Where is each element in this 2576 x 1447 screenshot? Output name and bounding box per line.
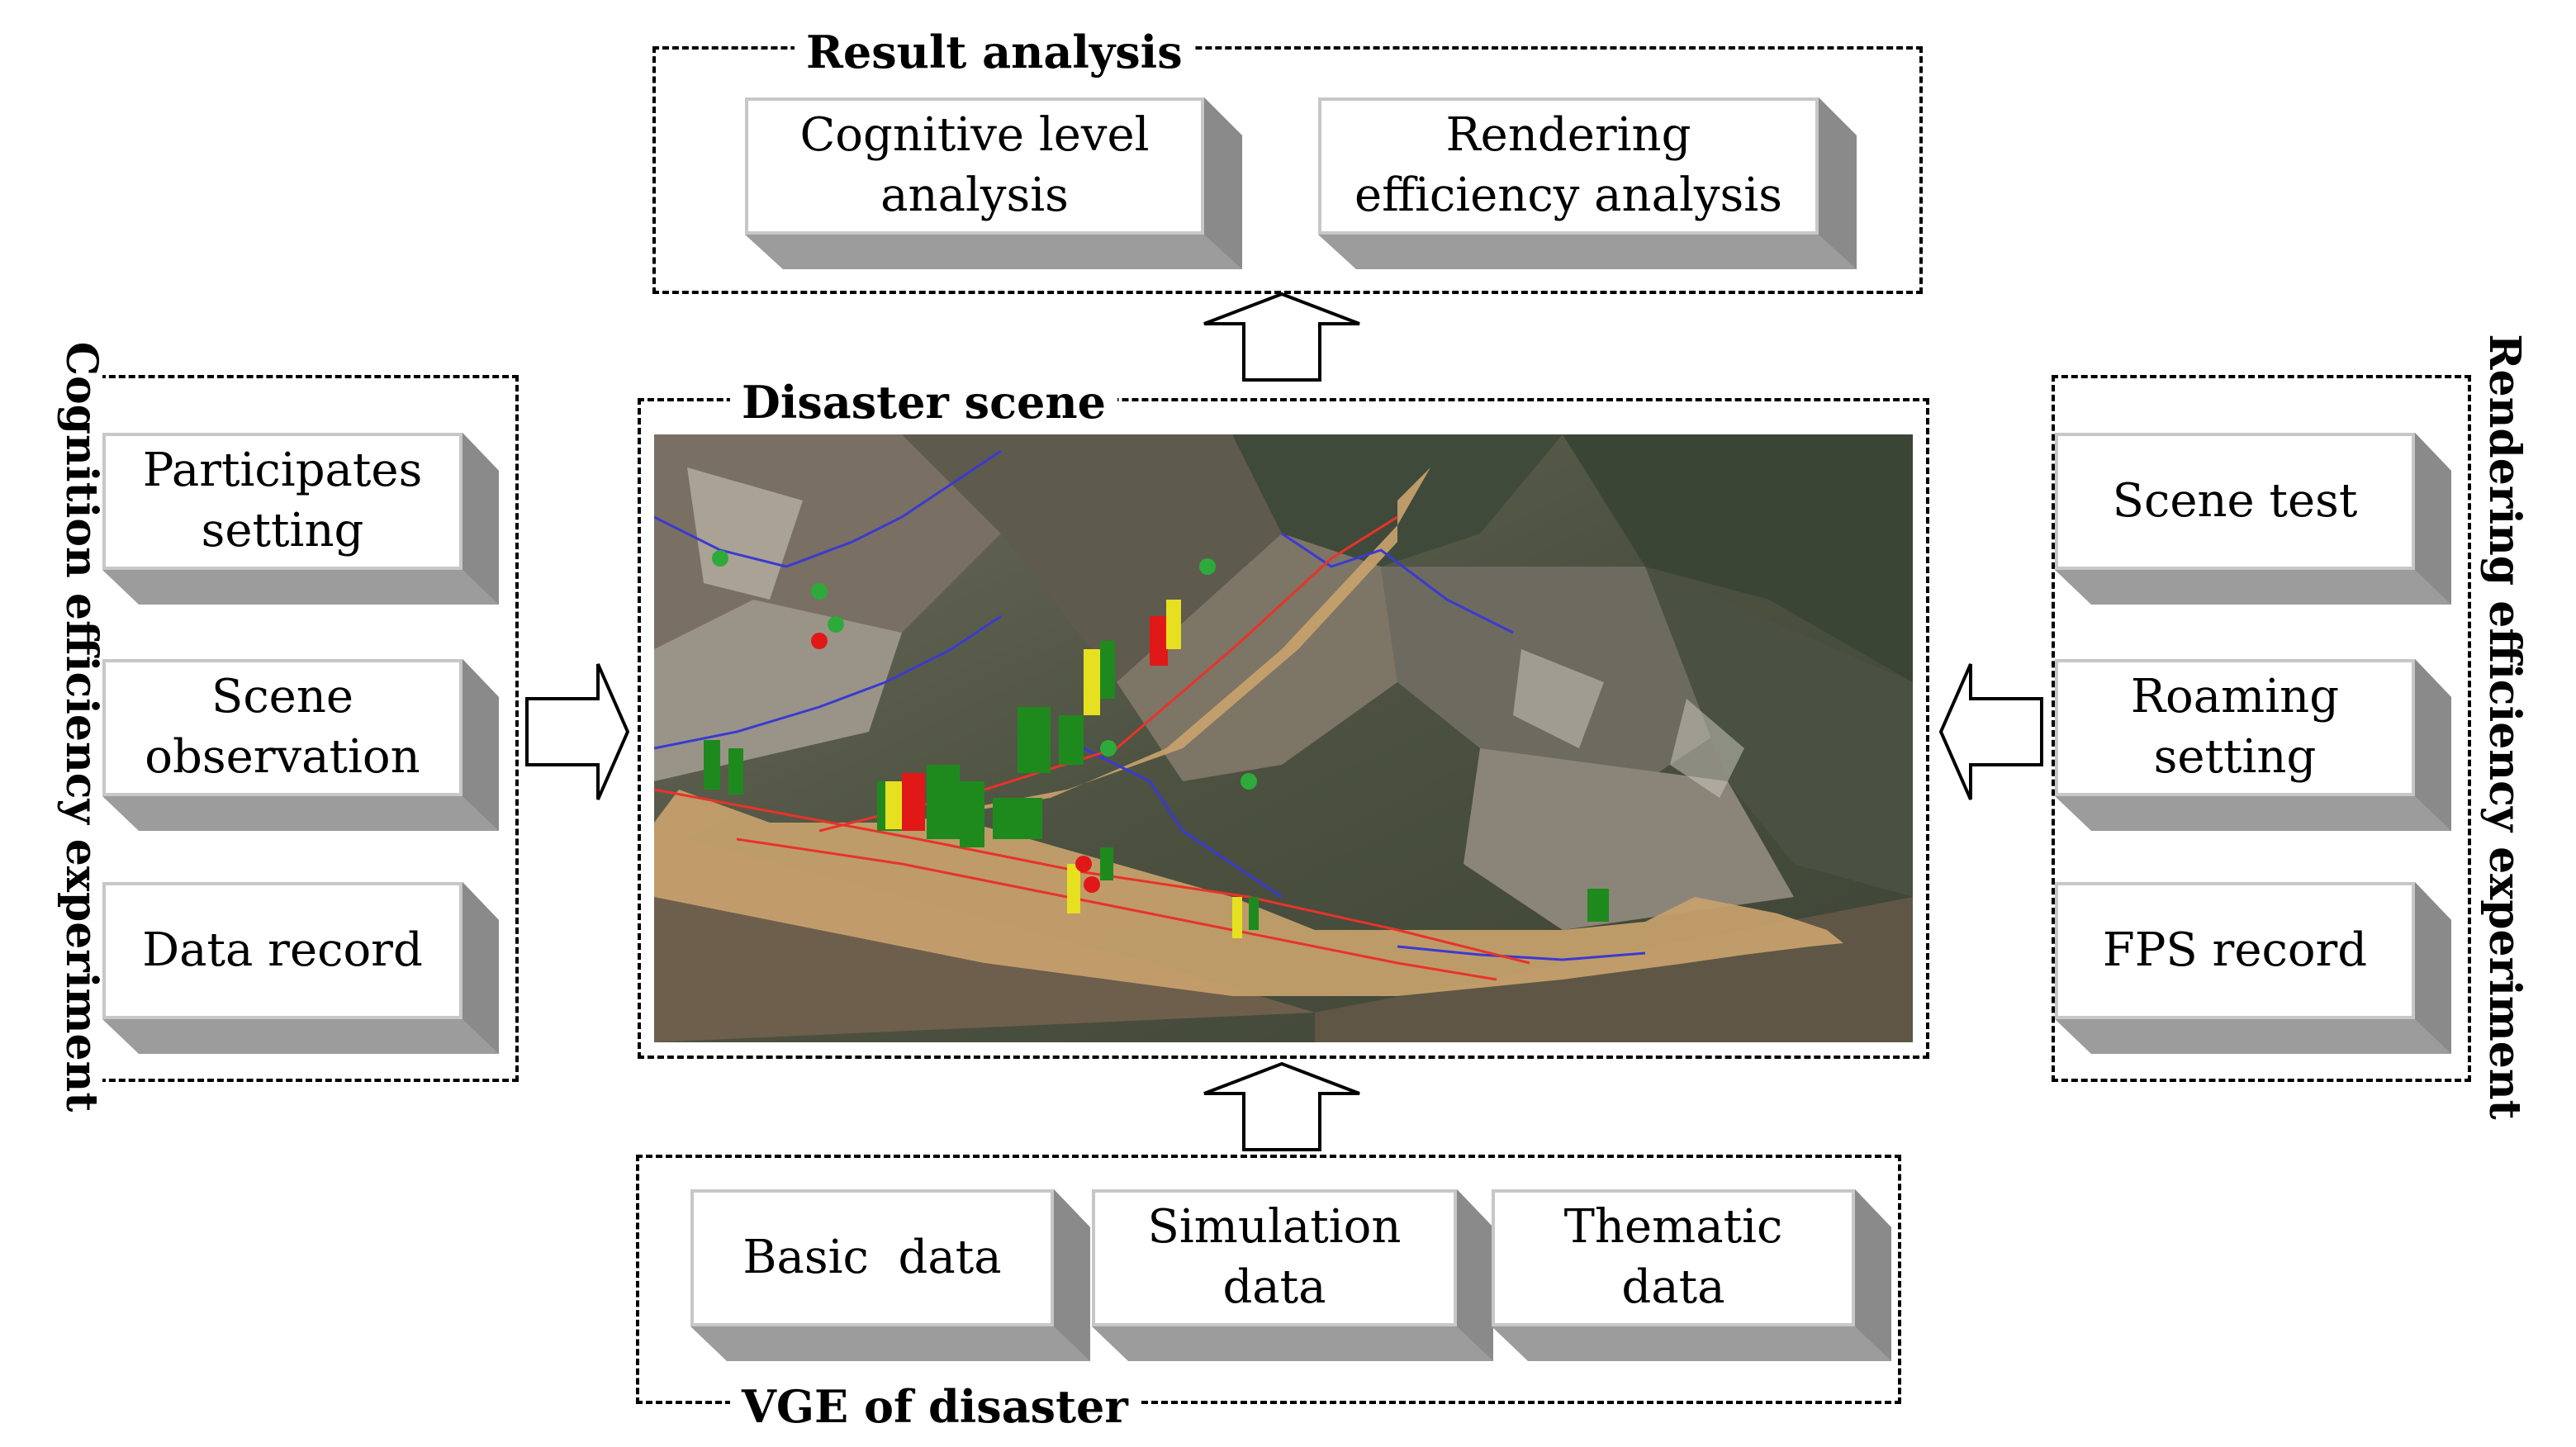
box-label: Thematic data — [1492, 1189, 1855, 1326]
vge-disaster-title: VGE of disaster — [730, 1384, 1140, 1429]
disaster-scene-image — [654, 434, 1913, 1042]
participates-setting-box: Participates setting — [102, 433, 505, 605]
arrow-left-to-scene — [1938, 663, 2043, 800]
box-shade — [2055, 433, 2458, 605]
box-shade — [1092, 1189, 1500, 1361]
box-label: Scene observation — [102, 659, 463, 796]
thematic-data-box: Thematic data — [1492, 1189, 1898, 1361]
cognition-experiment-title: Cognition efficiency experiment — [56, 306, 107, 1148]
box-shade — [102, 882, 505, 1054]
box-shade — [690, 1189, 1097, 1361]
rendering-efficiency-analysis-box: Rendering efficiency analysis — [1318, 97, 1863, 269]
arrow-up-to-scene — [1203, 1061, 1360, 1151]
arrow-up-to-result — [1203, 292, 1360, 382]
box-shade — [102, 659, 505, 831]
rendering-experiment-group — [2052, 375, 2471, 1082]
box-label: Scene test — [2055, 433, 2415, 570]
box-shade — [745, 97, 1249, 269]
box-label: Rendering efficiency analysis — [1318, 97, 1819, 235]
box-label: Basic data — [690, 1189, 1054, 1326]
fps-record-box: FPS record — [2055, 882, 2458, 1054]
box-shade — [1318, 97, 1863, 269]
data-record-box: Data record — [102, 882, 505, 1054]
arrow-right-to-scene — [525, 663, 630, 800]
box-shade — [2055, 882, 2458, 1054]
scene-test-box: Scene test — [2055, 433, 2458, 605]
box-shade — [2055, 659, 2458, 831]
vge-disaster-group — [636, 1155, 1901, 1404]
box-label: Data record — [102, 882, 463, 1019]
box-label: Cognitive level analysis — [745, 97, 1204, 235]
box-label: Simulation data — [1092, 1189, 1457, 1326]
result-analysis-title: Result analysis — [795, 30, 1194, 74]
result-analysis-group — [652, 46, 1923, 294]
box-shade — [102, 433, 505, 605]
basic-data-box: Basic data — [690, 1189, 1097, 1361]
box-label: FPS record — [2055, 882, 2415, 1019]
box-shade — [1492, 1189, 1898, 1361]
box-label: Participates setting — [102, 433, 463, 570]
rendering-experiment-title: Rendering efficiency experiment — [2479, 306, 2530, 1148]
simulation-data-box: Simulation data — [1092, 1189, 1500, 1361]
scene-observation-box: Scene observation — [102, 659, 505, 831]
disaster-scene-title: Disaster scene — [730, 380, 1117, 425]
disaster-scene-group — [638, 398, 1929, 1059]
roaming-setting-box: Roaming setting — [2055, 659, 2458, 831]
cognitive-level-analysis-box: Cognitive level analysis — [745, 97, 1249, 269]
box-label: Roaming setting — [2055, 659, 2415, 796]
